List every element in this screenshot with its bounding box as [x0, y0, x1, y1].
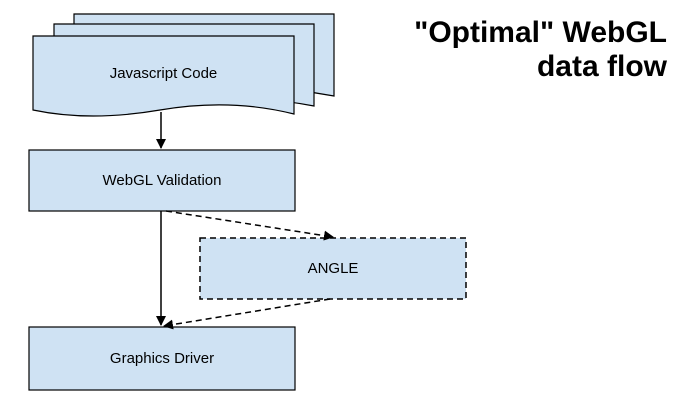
javascript-code-label: Javascript Code: [109, 64, 218, 82]
diagram-title: "Optimal" WebGL data flow: [414, 16, 667, 84]
webgl-validation-label: WebGL Validation: [102, 172, 222, 189]
angle-box: [199, 237, 467, 300]
webgl-validation-box: [28, 149, 296, 212]
doc-page-front: [32, 35, 295, 117]
diagram-title-line1: "Optimal" WebGL: [414, 16, 667, 49]
graphics-driver-box: [28, 326, 296, 391]
angle-label: ANGLE: [307, 260, 359, 277]
arrow-validation-to-angle: [165, 210, 334, 241]
arrow-angle-to-driver: [163, 298, 331, 330]
diagram-title-line2: data flow: [536, 50, 667, 83]
graphics-driver-label: Graphics Driver: [109, 350, 215, 367]
